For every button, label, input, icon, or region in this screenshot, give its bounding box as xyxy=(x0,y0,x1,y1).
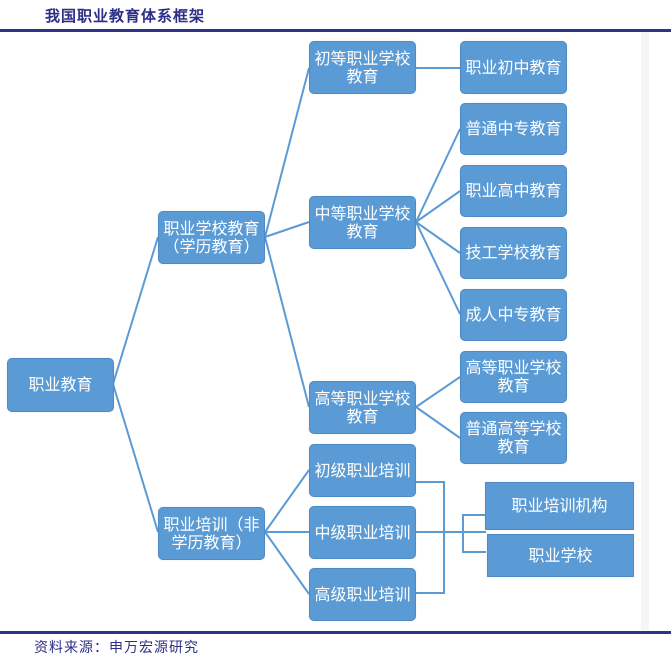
node-vocational-high-school-label: 职业高中教育 xyxy=(465,181,562,200)
connector-training-level-1 xyxy=(264,469,310,533)
node-regular-technical-secondary: 普通中专教育 xyxy=(460,103,567,155)
node-vocational-junior-high-label: 职业初中教育 xyxy=(465,57,562,77)
node-higher-vocational-label: 高等职业学校教育 xyxy=(314,388,411,426)
node-regular-higher-school: 普通高等学校教育 xyxy=(460,412,567,464)
node-training-senior-label: 高级职业培训 xyxy=(314,584,411,604)
node-root: 职业教育 xyxy=(7,358,114,412)
connector-root-training xyxy=(112,383,159,533)
node-primary-vocational: 初等职业学校教育 xyxy=(309,41,416,94)
node-training-intermediate-label: 中级职业培训 xyxy=(314,522,411,542)
node-technical-school-label: 技工学校教育 xyxy=(465,243,562,262)
connector-root-academic xyxy=(112,236,159,385)
connector-higher-child-2 xyxy=(415,406,461,439)
node-academic: 职业学校教育（学历教育） xyxy=(158,211,265,264)
connector-higher-child-1 xyxy=(415,376,461,408)
node-training: 职业培训（非学历教育） xyxy=(158,507,265,560)
node-higher-vocational-school-label: 高等职业学校教育 xyxy=(465,358,562,395)
node-training-institution-label: 职业培训机构 xyxy=(511,496,608,515)
node-primary-vocational-label: 初等职业学校教育 xyxy=(314,48,411,86)
connector-academic-higher xyxy=(264,236,310,408)
node-vocational-junior-high: 职业初中教育 xyxy=(460,41,567,94)
connector-secondary-child-3 xyxy=(415,221,461,254)
connector-training-level-3 xyxy=(264,531,310,595)
node-technical-school: 技工学校教育 xyxy=(460,227,567,279)
node-adult-technical-secondary: 成人中专教育 xyxy=(460,289,567,341)
connector-levels-bracket xyxy=(416,481,445,594)
connector-academic-secondary xyxy=(264,221,310,238)
canvas-edge xyxy=(641,32,649,630)
connector-secondary-child-4 xyxy=(415,221,461,315)
node-regular-technical-secondary-label: 普通中专教育 xyxy=(465,119,562,138)
node-training-junior: 初级职业培训 xyxy=(309,444,416,497)
header-rule xyxy=(0,29,671,32)
node-regular-higher-school-label: 普通高等学校教育 xyxy=(465,419,562,456)
node-training-senior: 高级职业培训 xyxy=(309,568,416,621)
node-training-institution: 职业培训机构 xyxy=(485,482,634,530)
connector-providers-bracket xyxy=(462,514,486,553)
node-vocational-school-label: 职业学校 xyxy=(528,545,593,565)
connector-secondary-child-1 xyxy=(415,128,461,223)
connector-academic-primary xyxy=(264,67,310,238)
page-title: 我国职业教育体系框架 xyxy=(45,7,206,25)
node-secondary-vocational: 中等职业学校教育 xyxy=(309,196,416,249)
footer-rule xyxy=(0,631,671,634)
node-higher-vocational-school: 高等职业学校教育 xyxy=(460,351,567,403)
source-note: 资料来源：申万宏源研究 xyxy=(34,640,199,656)
node-vocational-high-school: 职业高中教育 xyxy=(460,165,567,217)
connector-secondary-child-2 xyxy=(415,190,461,223)
node-adult-technical-secondary-label: 成人中专教育 xyxy=(465,305,562,324)
node-training-label: 职业培训（非学历教育） xyxy=(163,514,260,552)
node-root-label: 职业教育 xyxy=(28,375,93,394)
node-secondary-vocational-label: 中等职业学校教育 xyxy=(314,203,411,241)
node-academic-label: 职业学校教育（学历教育） xyxy=(163,218,260,256)
node-higher-vocational: 高等职业学校教育 xyxy=(309,381,416,434)
node-vocational-school: 职业学校 xyxy=(487,534,634,577)
node-training-junior-label: 初级职业培训 xyxy=(314,460,411,480)
node-training-intermediate: 中级职业培训 xyxy=(309,506,416,559)
